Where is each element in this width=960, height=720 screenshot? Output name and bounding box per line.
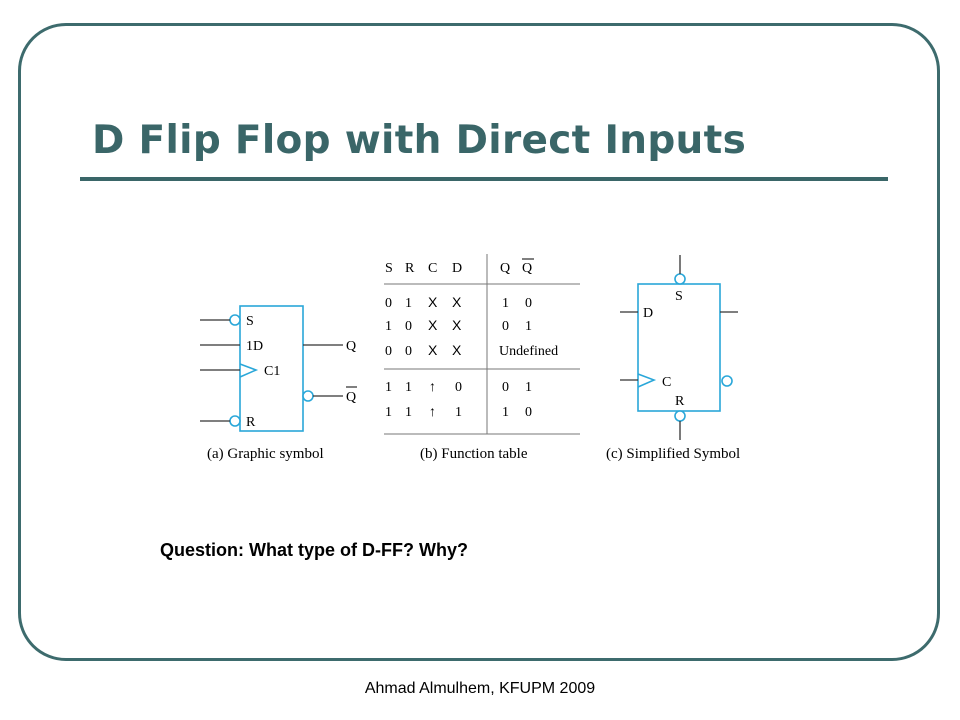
- label-qbar: Q: [346, 390, 356, 405]
- label-d-c: D: [643, 306, 653, 321]
- svg-text:X: X: [452, 317, 462, 333]
- s-inversion-bubble: [229, 314, 241, 326]
- function-table-grid: [384, 254, 580, 435]
- svg-text:1: 1: [385, 319, 392, 334]
- label-s-c: S: [675, 289, 683, 304]
- simplified-symbol: [637, 273, 733, 422]
- th-c: C: [428, 261, 437, 276]
- svg-text:1: 1: [405, 296, 412, 311]
- th-qbar: Q: [522, 261, 532, 276]
- graphic-symbol: [229, 305, 314, 432]
- svg-text:X: X: [452, 294, 462, 310]
- svg-text:Undefined: Undefined: [499, 344, 558, 359]
- svg-text:0: 0: [455, 380, 462, 395]
- table-row: 0 0 X X Undefined: [385, 342, 558, 359]
- clock-triangle-c: [637, 373, 657, 388]
- function-table: S R C D Q Q 0 1 X X 1 0 1 0 X X 0 1 0 0 …: [385, 258, 558, 462]
- svg-text:1: 1: [502, 296, 509, 311]
- qbar-inversion-bubble: [302, 390, 314, 402]
- label-r-a: R: [246, 415, 256, 430]
- svg-text:↑: ↑: [429, 405, 436, 420]
- th-d: D: [452, 261, 462, 276]
- svg-text:1: 1: [502, 405, 509, 420]
- svg-text:1: 1: [385, 405, 392, 420]
- th-r: R: [405, 261, 415, 276]
- svg-text:1: 1: [525, 380, 532, 395]
- table-row: 1 1 ↑ 1 1 0: [385, 405, 532, 420]
- svg-text:1: 1: [525, 319, 532, 334]
- ff-body-a: [239, 305, 304, 432]
- caption-c: (c) Simplified Symbol: [606, 446, 740, 462]
- svg-text:1: 1: [385, 380, 392, 395]
- svg-text:0: 0: [405, 319, 412, 334]
- svg-text:0: 0: [525, 296, 532, 311]
- svg-text:1: 1: [405, 380, 412, 395]
- r-bottom-bubble: [674, 410, 686, 422]
- label-c-c: C: [662, 375, 671, 390]
- label-r-c: R: [675, 394, 685, 409]
- label-q: Q: [346, 339, 356, 354]
- svg-text:0: 0: [502, 380, 509, 395]
- slide-frame: [18, 23, 940, 661]
- r-inversion-bubble: [229, 415, 241, 427]
- graphic-symbol-wires: [200, 319, 343, 422]
- simplified-symbol-labels: S D C R (c) Simplified Symbol: [606, 289, 740, 462]
- table-row: 1 1 ↑ 0 0 1: [385, 380, 532, 395]
- svg-text:0: 0: [525, 405, 532, 420]
- svg-text:X: X: [428, 317, 438, 333]
- simplified-symbol-wires: [620, 255, 738, 440]
- slide-title: D Flip Flop with Direct Inputs: [92, 118, 747, 163]
- table-row: 1 0 X X 0 1: [385, 317, 532, 334]
- svg-text:↑: ↑: [429, 380, 436, 395]
- label-c1: C1: [264, 364, 280, 379]
- title-underline: [80, 177, 888, 181]
- svg-text:0: 0: [385, 344, 392, 359]
- svg-text:0: 0: [405, 344, 412, 359]
- graphic-symbol-labels: S 1D C1 R Q Q (a) Graphic symbol: [207, 314, 357, 462]
- s-top-bubble: [674, 273, 686, 285]
- question-text: Question: What type of D-FF? Why?: [160, 540, 468, 560]
- svg-text:X: X: [452, 342, 462, 358]
- svg-text:X: X: [428, 342, 438, 358]
- label-s-a: S: [246, 314, 254, 329]
- caption-b: (b) Function table: [420, 446, 528, 462]
- q-bar-bubble-c: [721, 375, 733, 387]
- svg-text:1: 1: [455, 405, 462, 420]
- svg-text:X: X: [428, 294, 438, 310]
- svg-text:1: 1: [405, 405, 412, 420]
- caption-a: (a) Graphic symbol: [207, 446, 324, 462]
- table-row: 0 1 X X 1 0: [385, 294, 532, 311]
- label-1d: 1D: [246, 339, 263, 354]
- svg-text:0: 0: [502, 319, 509, 334]
- svg-text:0: 0: [385, 296, 392, 311]
- footer-credit: Ahmad Almulhem, KFUPM 2009: [364, 680, 596, 697]
- th-q: Q: [500, 261, 510, 276]
- th-s: S: [385, 261, 393, 276]
- clock-triangle-a: [239, 363, 259, 378]
